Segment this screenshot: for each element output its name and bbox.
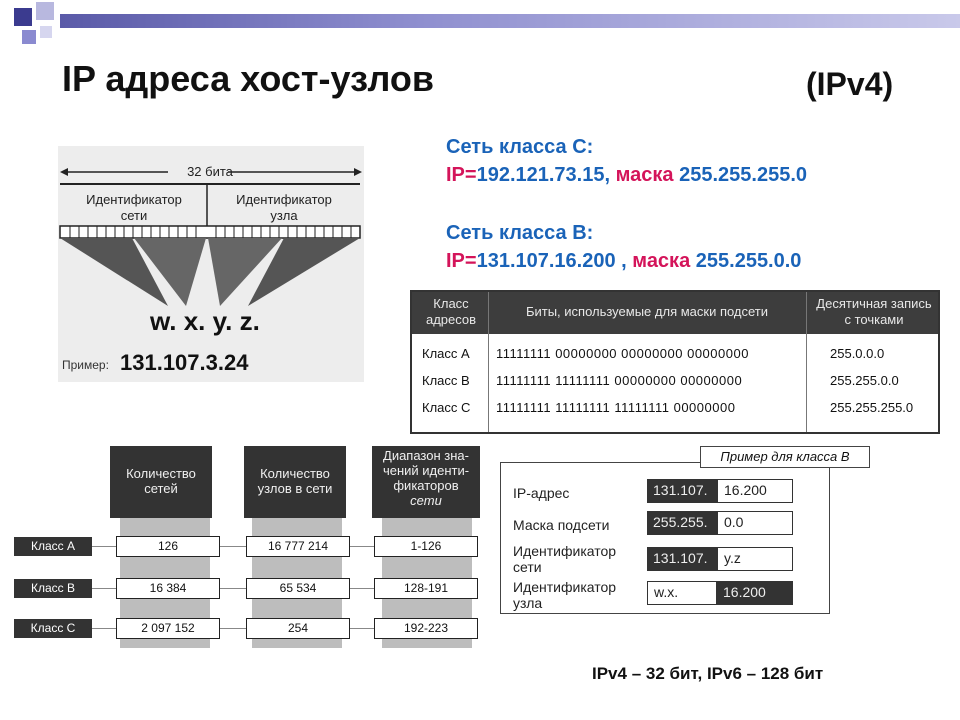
networks-cell: 16 384: [116, 578, 220, 599]
class-c-line: IP=192.121.73.15, маска 255.255.255.0: [446, 164, 807, 186]
class-c-label: Класс С: [14, 619, 92, 638]
range-cell: 128-191: [374, 578, 478, 599]
class-a-label: Класс А: [14, 537, 92, 556]
mask-network-part: 255.255.: [647, 511, 717, 535]
example-label: Пример:: [62, 358, 109, 372]
header-decimal: Десятичная запись с точками: [816, 296, 932, 327]
table-row: Класс С 11111111 11111111 11111111 00000…: [422, 400, 914, 415]
hosts-cell: 16 777 214: [246, 536, 350, 557]
networks-cell: 126: [116, 536, 220, 557]
table-row: Класс В 11111111 11111111 00000000 00000…: [422, 373, 899, 388]
table-header: Класс адресов Биты, используемые для мас…: [412, 292, 938, 334]
ip-address-label: IP-адрес: [513, 485, 570, 501]
range-cell: 192-223: [374, 618, 478, 639]
example-class-b-panel: IP-адрес 131.107. 16.200 Маска подсети 2…: [500, 462, 830, 614]
range-column-header: Диапазон зна- чений иденти- фикаторов се…: [372, 446, 480, 518]
hosts-cell: 65 534: [246, 578, 350, 599]
ip-host-part: 16.200: [717, 479, 793, 503]
subnet-mask-label: Маска подсети: [513, 517, 610, 533]
networks-column-header: Количество сетей: [110, 446, 212, 518]
slide-title: IP адреса хост-узлов: [62, 58, 435, 99]
hosts-cell: 254: [246, 618, 350, 639]
table-row: Класс А 11111111 00000000 00000000 00000…: [422, 346, 885, 361]
class-b-heading: Сеть класса В:: [446, 222, 594, 244]
footer-note: IPv4 – 32 бит, IPv6 – 128 бит: [592, 664, 824, 683]
example-value: 131.107.3.24: [120, 350, 249, 375]
header-class: Класс адресов: [425, 296, 477, 327]
ip-network-part: 131.107.: [647, 479, 717, 503]
decor-square: [40, 26, 52, 38]
net-id-label: Идентификатор сети: [86, 192, 182, 223]
header-bar: [60, 14, 960, 28]
network-id-label: Идентификатор сети: [513, 543, 617, 575]
host-id-label: Идентификатор узла: [513, 579, 617, 611]
networks-cell: 2 097 152: [116, 618, 220, 639]
class-b-line: IP=131.107.16.200 , маска 255.255.0.0: [446, 250, 802, 272]
network-id-rest: y.z: [717, 547, 793, 571]
slide-title-suffix: (IPv4): [806, 66, 894, 102]
network-id-part: 131.107.: [647, 547, 717, 571]
host-id-label: Идентификатор узла: [236, 192, 332, 223]
host-id-rest: w.x.: [647, 581, 717, 605]
header-bits: Биты, используемые для маски подсети: [525, 304, 769, 319]
decor-square: [36, 2, 54, 20]
class-b-label: Класс В: [14, 579, 92, 598]
hosts-column-header: Количество узлов в сети: [244, 446, 346, 518]
bit-diagram: [59, 164, 362, 306]
example-class-b-title: Пример для класса В: [700, 446, 870, 468]
bits-label: 32 бита: [187, 164, 233, 179]
range-cell: 1-126: [374, 536, 478, 557]
class-c-heading: Сеть класса С:: [446, 136, 594, 158]
host-id-part: 16.200: [717, 581, 793, 605]
octets-label: w. x. y. z.: [150, 306, 260, 336]
decor-square: [22, 30, 36, 44]
subnet-mask-table: Класс адресов Биты, используемые для мас…: [410, 290, 940, 434]
decor-square: [14, 8, 32, 26]
mask-host-part: 0.0: [717, 511, 793, 535]
